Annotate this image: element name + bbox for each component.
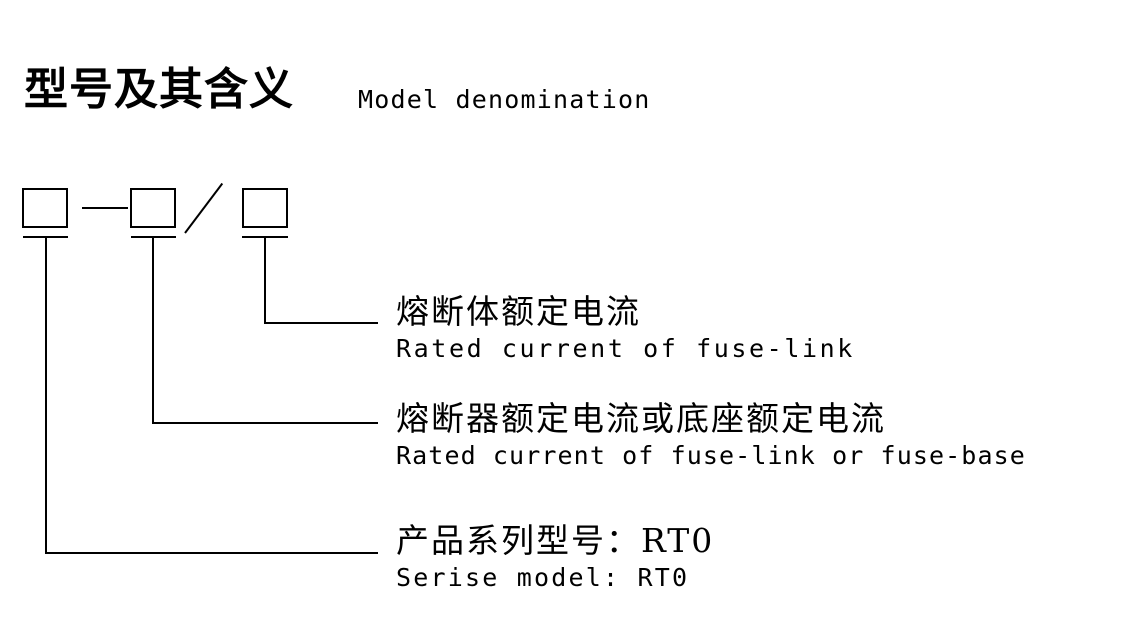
symbol-box-fuse-link-rated-current <box>242 188 288 228</box>
separator-slash <box>184 182 224 234</box>
callout-label-english: Rated current of fuse-link <box>396 334 855 363</box>
callout-label-english: Rated current of fuse-link or fuse-base <box>396 441 1026 470</box>
callout-fuse-link-rated-current: 熔断体额定电流 Rated current of fuse-link <box>396 292 855 366</box>
separator-dash <box>82 207 128 209</box>
page-title-english: Model denomination <box>358 85 651 114</box>
leader-horizontal-fuse-or-base-rated-current <box>152 422 378 424</box>
leader-vertical-fuse-link-rated-current <box>264 236 266 324</box>
callout-label-chinese: 熔断体额定电流 <box>396 292 641 331</box>
callout-label-english: Serise model: RT0 <box>396 563 690 592</box>
leader-horizontal-fuse-link-rated-current <box>264 322 378 324</box>
symbol-box-series-model <box>22 188 68 228</box>
leader-vertical-fuse-or-base-rated-current <box>152 236 154 424</box>
leader-horizontal-series-model <box>45 552 378 554</box>
leader-vertical-series-model <box>45 236 47 554</box>
symbol-box-fuse-rated-current <box>130 188 176 228</box>
page-title-chinese: 型号及其含义 <box>24 65 294 114</box>
callout-label-chinese: 产品系列型号：RT0 <box>396 521 715 560</box>
callout-fuse-or-base-rated-current: 熔断器额定电流或底座额定电流 Rated current of fuse-lin… <box>396 399 1026 473</box>
callout-label-chinese: 熔断器额定电流或底座额定电流 <box>396 399 886 438</box>
callout-series-model: 产品系列型号：RT0 Serise model: RT0 <box>396 521 714 595</box>
